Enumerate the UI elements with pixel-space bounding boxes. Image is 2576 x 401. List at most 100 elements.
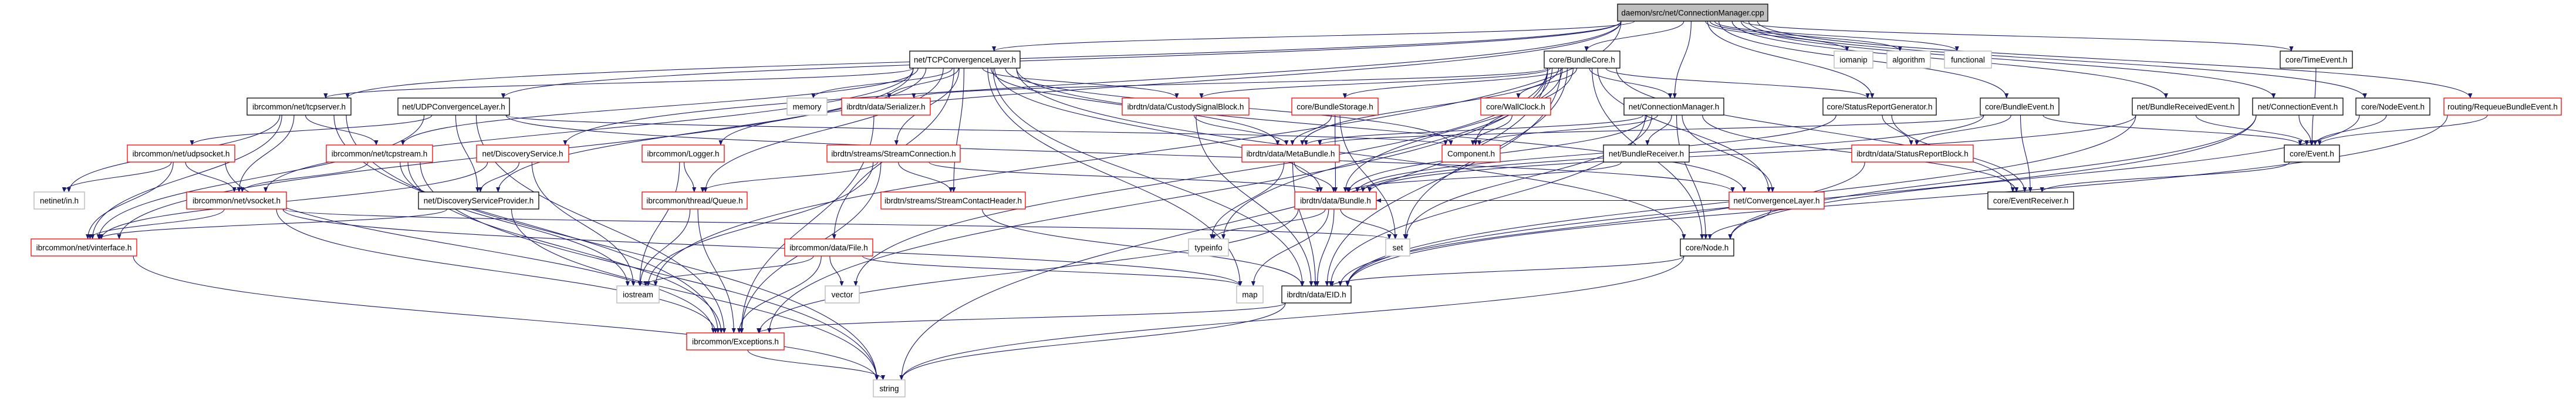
node-box[interactable] <box>127 144 235 163</box>
node-label: core/BundleEvent.h <box>1985 103 2054 112</box>
node-tcpserver[interactable]: ibrcommon/net/tcpserver.h <box>247 97 352 116</box>
node-tcpstream[interactable]: ibrcommon/net/tcpstream.h <box>326 144 433 163</box>
node-box[interactable] <box>909 50 1021 69</box>
node-box[interactable] <box>476 144 569 163</box>
node-box[interactable] <box>1291 97 1379 116</box>
node-discoveryserviceprovider[interactable]: net/DiscoveryServiceProvider.h <box>418 191 539 210</box>
node-bundlereceivedevent[interactable]: net/BundleReceivedEvent.h <box>2132 97 2240 116</box>
node-box[interactable] <box>1728 191 1825 210</box>
node-streamconnection[interactable]: ibrdtn/streams/StreamConnection.h <box>826 144 961 163</box>
node-box[interactable] <box>1544 50 1620 69</box>
node-box[interactable] <box>2252 97 2344 116</box>
node-box[interactable] <box>1603 144 1690 163</box>
node-eventreceiver[interactable]: core/EventReceiver.h <box>1987 191 2074 210</box>
node-vsocket[interactable]: ibrcommon/net/vsocket.h <box>186 191 287 210</box>
node-discoveryservice[interactable]: net/DiscoveryService.h <box>476 144 569 163</box>
node-label: ibrdtn/data/EID.h <box>1287 291 1346 299</box>
edge-bundleevent-to-statusreportblock <box>1915 114 2011 146</box>
node-box[interactable] <box>2443 97 2562 116</box>
node-statusreportgen[interactable]: core/StatusReportGenerator.h <box>1822 97 1937 116</box>
node-label: core/BundleStorage.h <box>1297 103 1373 112</box>
node-logger[interactable]: ibrcommon/Logger.h <box>642 144 725 163</box>
node-box <box>1617 4 1768 22</box>
node-udpsocket[interactable]: ibrcommon/net/udpsocket.h <box>127 144 235 163</box>
node-box[interactable] <box>1294 191 1377 210</box>
node-tcpcl[interactable]: net/TCPConvergenceLayer.h <box>909 50 1021 69</box>
edge-vsocket-to-set <box>282 208 1391 240</box>
edge-metabundle-to-bundle <box>1294 161 1336 193</box>
node-wallclock[interactable]: core/WallClock.h <box>1480 97 1551 116</box>
node-box[interactable] <box>642 191 748 210</box>
edge-bundlecore-to-bundlestorage <box>1342 68 1563 99</box>
node-box[interactable] <box>1122 97 1250 116</box>
node-box[interactable] <box>397 97 510 116</box>
node-box[interactable] <box>2355 97 2430 116</box>
node-box[interactable] <box>1987 191 2074 210</box>
node-file[interactable]: ibrcommon/data/File.h <box>784 238 873 257</box>
node-box[interactable] <box>826 144 961 163</box>
node-nodeevent[interactable]: core/NodeEvent.h <box>2355 97 2430 116</box>
node-box[interactable] <box>784 238 873 257</box>
node-component[interactable]: Component.h <box>1441 144 1501 163</box>
node-bundlereceiver[interactable]: net/BundleReceiver.h <box>1603 144 1690 163</box>
node-box <box>825 285 860 304</box>
node-box[interactable] <box>1623 97 1724 116</box>
node-streamcontactheader[interactable]: ibrdtn/streams/StreamContactHeader.h <box>880 191 1026 210</box>
node-label: algorithm <box>1892 56 1925 65</box>
node-label: ibrcommon/thread/Queue.h <box>646 197 742 205</box>
node-bundlecore[interactable]: core/BundleCore.h <box>1544 50 1620 69</box>
node-queue[interactable]: ibrcommon/thread/Queue.h <box>642 191 748 210</box>
edge-streamconnection-to-bundle <box>929 161 1320 193</box>
node-exceptions[interactable]: ibrcommon/Exceptions.h <box>686 332 785 351</box>
edge-bundlecore-to-connmgr_h <box>1589 68 1673 99</box>
node-box[interactable] <box>1241 144 1340 163</box>
edge-discoveryservice-to-iostream <box>531 161 636 287</box>
node-box[interactable] <box>1480 97 1551 116</box>
node-box[interactable] <box>247 97 352 116</box>
node-box[interactable] <box>1281 285 1352 304</box>
node-box[interactable] <box>1980 97 2060 116</box>
edge-bundleevent-to-event <box>2042 114 2302 146</box>
node-box[interactable] <box>1822 97 1937 116</box>
node-connmgr_h[interactable]: net/ConnectionManager.h <box>1623 97 1724 116</box>
edge-root-to-functional <box>1714 21 1959 52</box>
node-box[interactable] <box>418 191 539 210</box>
node-box[interactable] <box>2132 97 2240 116</box>
node-box[interactable] <box>1441 144 1501 163</box>
node-box[interactable] <box>841 97 931 116</box>
node-label: vector <box>832 291 853 299</box>
node-serializer[interactable]: ibrdtn/data/Serializer.h <box>841 97 931 116</box>
node-connectionevent[interactable]: net/ConnectionEvent.h <box>2252 97 2344 116</box>
node-box <box>1886 50 1931 69</box>
node-box[interactable] <box>186 191 287 210</box>
node-convergencelayer[interactable]: net/ConvergenceLayer.h <box>1728 191 1825 210</box>
node-box[interactable] <box>2284 144 2340 163</box>
node-box[interactable] <box>2280 50 2353 69</box>
node-box[interactable] <box>326 144 433 163</box>
node-label: routing/RequeueBundleEvent.h <box>2447 103 2558 112</box>
node-box[interactable] <box>1680 238 1734 257</box>
node-bundleevent[interactable]: core/BundleEvent.h <box>1980 97 2060 116</box>
node-udpcl[interactable]: net/UDPConvergenceLayer.h <box>397 97 510 116</box>
node-box[interactable] <box>1851 144 1974 163</box>
edge-bundlereceivedevent-to-bundle <box>1368 114 2136 193</box>
node-box[interactable] <box>642 144 725 163</box>
node-eid[interactable]: ibrdtn/data/EID.h <box>1281 285 1352 304</box>
edge-tcpcl-to-eid <box>992 68 1305 287</box>
node-bundle[interactable]: ibrdtn/data/Bundle.h <box>1294 191 1377 210</box>
edge-connectionevent-to-node <box>1728 114 2257 240</box>
node-event[interactable]: core/Event.h <box>2284 144 2340 163</box>
node-node[interactable]: core/Node.h <box>1680 238 1734 257</box>
node-metabundle[interactable]: ibrdtn/data/MetaBundle.h <box>1241 144 1340 163</box>
node-box[interactable] <box>686 332 785 351</box>
node-timeevent[interactable]: core/TimeEvent.h <box>2280 50 2353 69</box>
node-bundlestorage[interactable]: core/BundleStorage.h <box>1291 97 1379 116</box>
node-box[interactable] <box>880 191 1026 210</box>
node-vinterface[interactable]: ibrcommon/net/vinterface.h <box>31 238 137 257</box>
node-statusreportblock[interactable]: ibrdtn/data/StatusReportBlock.h <box>1851 144 1974 163</box>
node-requeue[interactable]: routing/RequeueBundleEvent.h <box>2443 97 2562 116</box>
node-custodysignalblock[interactable]: ibrdtn/data/CustodySignalBlock.h <box>1122 97 1250 116</box>
node-label: net/TCPConvergenceLayer.h <box>914 56 1016 65</box>
node-box[interactable] <box>31 238 137 257</box>
